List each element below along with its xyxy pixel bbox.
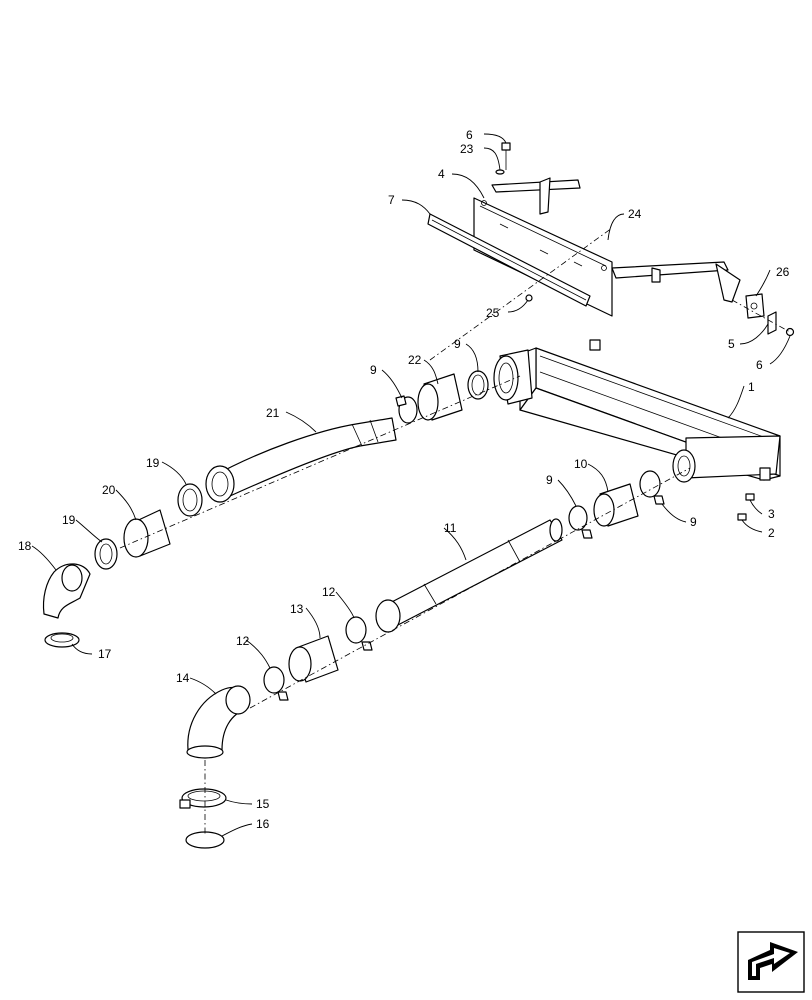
callout-12-a: 12: [322, 585, 336, 599]
callout-9-c: 9: [546, 473, 553, 487]
callout-1: 1: [748, 380, 755, 394]
callout-9-b: 9: [370, 363, 377, 377]
clamp-part-9-d: [568, 505, 593, 539]
callout-20: 20: [102, 483, 116, 497]
callout-7: 6: [466, 128, 473, 142]
next-page-arrow-icon[interactable]: [737, 931, 805, 993]
callout-22: 22: [408, 353, 422, 367]
hose-part-22: [417, 373, 463, 421]
nut-part-6: [785, 327, 795, 337]
callout-2: 2: [768, 526, 775, 540]
clamp-part-9-b: [395, 395, 418, 424]
callout-23: 23: [460, 142, 474, 156]
callout-13: 13: [290, 602, 304, 616]
bolt-part-7: [501, 142, 511, 170]
hose-part-20: [123, 509, 171, 558]
callout-9-d: 9: [690, 515, 697, 529]
callout-12-b: 12: [236, 634, 250, 648]
bolt-part-2: [737, 513, 747, 521]
hose-part-13: [288, 635, 339, 683]
mounting-plate-part-4: [473, 177, 741, 317]
callout-4: 4: [438, 167, 445, 181]
callout-21: 21: [266, 406, 280, 420]
elbow-part-14: [186, 685, 251, 759]
clamp-part-9-a: [467, 370, 489, 400]
clamp-part-12-b: [263, 666, 289, 701]
clamp-part-9-c: [639, 470, 665, 505]
callout-9-a: 9: [454, 337, 461, 351]
callout-19-a: 19: [146, 456, 160, 470]
charge-air-cooler-part-1: [493, 339, 781, 483]
callout-14: 14: [176, 671, 190, 685]
clamp-part-19-b: [94, 538, 118, 570]
callout-8: 7: [388, 193, 395, 207]
callout-25: 25: [486, 306, 500, 320]
callout-19-b: 19: [62, 513, 76, 527]
tube-part-21: [205, 417, 397, 503]
callout-10: 10: [574, 457, 588, 471]
callout-11: 11: [444, 521, 457, 535]
elbow-part-18: [42, 563, 91, 619]
leader-lines: [31, 133, 791, 837]
clamp-part-12-a: [345, 616, 373, 651]
clamp-part-19-a: [177, 483, 203, 517]
nut-part-25: [525, 294, 533, 302]
callout-26: 26: [776, 265, 790, 279]
callout-3: 3: [768, 507, 775, 521]
clip-part-26: [745, 293, 765, 319]
callout-labels: 6 23 4 7 24 25 26 5 6 1 3 2 9 22 9 21 19…: [18, 128, 790, 831]
washer-part-23: [495, 169, 505, 175]
callout-24: 24: [628, 207, 642, 221]
callout-18: 18: [18, 539, 32, 553]
callout-5: 5: [728, 337, 735, 351]
tube-part-11: [375, 518, 563, 633]
callout-17: 17: [98, 647, 112, 661]
seal-ring-part-16: [185, 831, 225, 849]
clamp-part-15: [179, 788, 227, 809]
seal-strip-part-8: [427, 213, 591, 307]
insulator-part-5: [767, 311, 777, 335]
callout-6: 6: [756, 358, 763, 372]
hose-part-10: [593, 483, 639, 527]
clamp-part-17: [44, 632, 80, 648]
callout-16: 16: [256, 817, 270, 831]
bolt-part-3: [745, 493, 755, 501]
callout-15: 15: [256, 797, 270, 811]
